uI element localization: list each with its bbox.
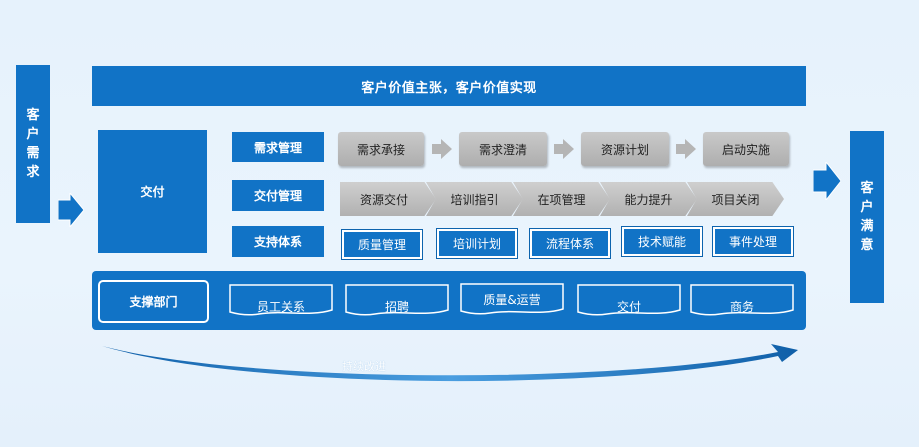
doc-shape-icon (460, 283, 564, 315)
support-dept-item: 交付 (577, 284, 681, 316)
right-arrow-icon (58, 193, 84, 227)
customer-satisfaction-label: 客户满意 (860, 181, 874, 253)
delivery-step-chevron: 资源交付 (340, 182, 436, 216)
doc-shape-icon (690, 284, 794, 316)
row-label-support-system-text: 支持体系 (253, 235, 302, 249)
support-system-item: 流程体系 (530, 229, 610, 258)
row-label-demand: 需求管理 (232, 132, 324, 162)
delivery-step-text: 能力提升 (624, 192, 673, 207)
value-banner-text: 客户价值主张，客户价值实现 (361, 80, 537, 96)
continuous-improvement-label: 持续改进 (342, 358, 402, 374)
support-system-item-text: 流程体系 (545, 237, 594, 251)
row-label-support-system: 支持体系 (232, 226, 324, 257)
row-label-delivery-mgmt: 交付管理 (232, 180, 324, 211)
customer-demand-box: 客户需求 (16, 65, 50, 223)
demand-step: 资源计划 (581, 132, 669, 166)
delivery-box: 交付 (98, 130, 207, 253)
demand-step-text: 资源计划 (600, 142, 649, 157)
support-dept-item: 商务 (690, 284, 794, 316)
support-dept-title-box: 支撑部门 (98, 280, 209, 323)
row-label-demand-text: 需求管理 (253, 140, 302, 155)
demand-step-text: 启动实施 (721, 142, 770, 157)
support-dept-item-text: 员工关系 (256, 300, 305, 314)
gray-arrow-icon (432, 139, 452, 159)
value-banner: 客户价值主张，客户价值实现 (92, 66, 806, 106)
support-system-item-text: 质量管理 (357, 238, 406, 252)
gray-arrow-icon (554, 139, 574, 159)
delivery-step-text: 培训指引 (450, 192, 499, 207)
support-dept-title-text: 支撑部门 (129, 295, 178, 309)
support-dept-item-text: 交付 (616, 300, 641, 314)
delivery-step-chevron: 能力提升 (600, 182, 697, 216)
delivery-step-chevron: 项目关闭 (687, 182, 784, 216)
demand-step: 需求承接 (338, 132, 424, 166)
doc-shape-icon (577, 284, 681, 316)
support-system-item: 事件处理 (713, 227, 793, 256)
demand-step-text: 需求承接 (356, 142, 405, 157)
support-system-item-text: 技术赋能 (637, 235, 686, 249)
delivery-step-text: 资源交付 (359, 192, 408, 207)
support-dept-item-text: 质量&运营 (483, 293, 541, 307)
continuous-improvement-text: 持续改进 (342, 360, 386, 373)
support-system-item: 培训计划 (437, 229, 517, 258)
demand-step: 需求澄清 (459, 132, 547, 166)
demand-step: 启动实施 (703, 132, 789, 166)
support-dept-item-text: 商务 (729, 300, 754, 314)
demand-step-text: 需求澄清 (478, 142, 527, 157)
support-system-item-text: 培训计划 (452, 237, 501, 251)
customer-satisfaction-box: 客户满意 (850, 131, 884, 303)
support-system-item: 技术赋能 (622, 227, 702, 256)
gray-arrow-icon (676, 139, 696, 159)
delivery-step-chevron: 在项管理 (513, 182, 610, 216)
support-dept-item-text: 招聘 (384, 300, 409, 314)
doc-shape-icon (345, 284, 449, 316)
customer-demand-label: 客户需求 (26, 108, 40, 180)
delivery-step-text: 项目关闭 (711, 192, 760, 207)
doc-shape-icon (229, 284, 333, 316)
support-system-item-text: 事件处理 (728, 235, 777, 249)
continuous-improvement-arrow (102, 344, 798, 382)
support-system-item: 质量管理 (342, 230, 422, 259)
support-dept-item: 质量&运营 (460, 283, 564, 315)
delivery-label: 交付 (140, 185, 165, 199)
right-arrow-icon (813, 162, 841, 200)
support-dept-item: 招聘 (345, 284, 449, 316)
delivery-step-chevron: 培训指引 (426, 182, 523, 216)
delivery-step-text: 在项管理 (537, 192, 586, 207)
support-dept-bar (92, 271, 806, 330)
row-label-delivery-mgmt-text: 交付管理 (253, 189, 302, 203)
support-dept-item: 员工关系 (229, 284, 333, 316)
